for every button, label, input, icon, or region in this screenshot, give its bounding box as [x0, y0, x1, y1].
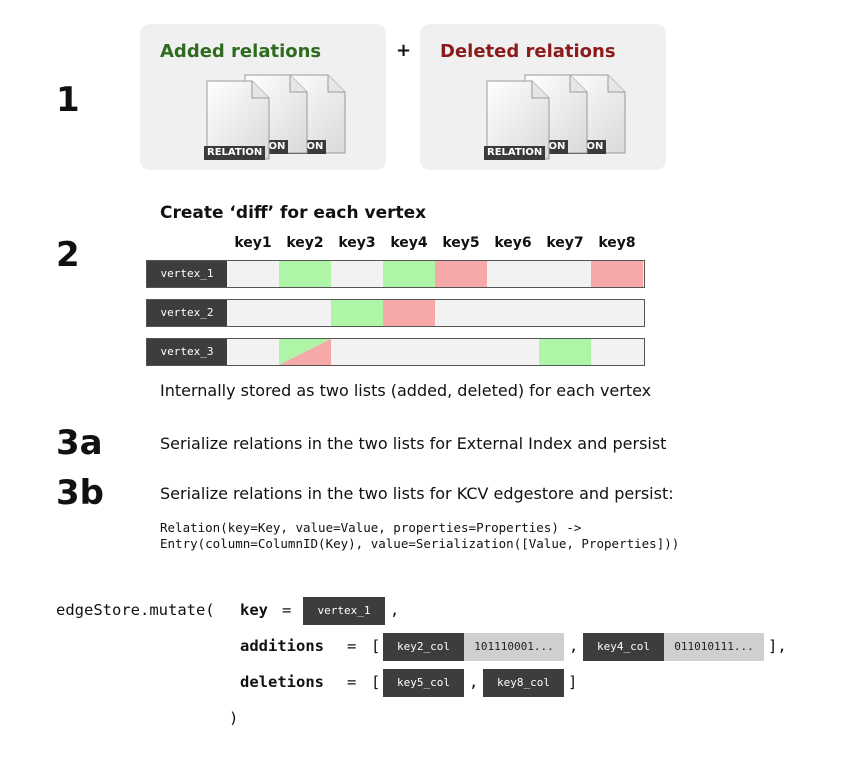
- vertex-row: vertex_1: [146, 260, 645, 288]
- relation-label: RELATION: [484, 146, 546, 160]
- deletions-keyword: deletions: [240, 673, 324, 691]
- key-header-key7: key7: [546, 235, 584, 251]
- deletion-column-chip: key5_col: [383, 669, 464, 697]
- document-icon: RELATION: [484, 80, 550, 160]
- step-number-2: 2: [56, 235, 80, 275]
- diff-cell-added: [279, 261, 331, 287]
- vertex-label: vertex_1: [147, 261, 227, 287]
- diff-cell-added: [383, 261, 435, 287]
- diff-note: Internally stored as two lists (added, d…: [160, 381, 652, 400]
- additions-close-bracket: ],: [768, 637, 787, 655]
- diff-cell-deleted: [383, 300, 435, 326]
- key-equals: =: [282, 601, 292, 619]
- deletions-close-bracket: ]: [568, 673, 578, 691]
- step3a-text: Serialize relations in the two lists for…: [160, 434, 667, 453]
- diff-cell-deleted: [435, 261, 487, 287]
- addition-column-chip: key2_col: [383, 633, 464, 661]
- diff-cell-both: [279, 339, 331, 365]
- additions-keyword: additions: [240, 637, 324, 655]
- vertex-label: vertex_2: [147, 300, 227, 326]
- added-relations-title: Added relations: [160, 41, 322, 62]
- mutate-close-paren: ): [229, 709, 239, 727]
- addition-column-chip: key4_col: [583, 633, 664, 661]
- added-relations-panel: Added relations ATIONATIONRELATION: [140, 24, 386, 170]
- deletion-column-chip: key8_col: [483, 669, 564, 697]
- key-header-key3: key3: [338, 235, 376, 251]
- key-header-key1: key1: [234, 235, 272, 251]
- deleted-relations-panel: Deleted relations ATIONATIONRELATION: [420, 24, 666, 170]
- key-comma: ,: [390, 601, 400, 619]
- additions-separator: ,: [569, 637, 579, 655]
- key-keyword: key: [240, 601, 268, 619]
- key-header-key5: key5: [442, 235, 480, 251]
- diff-cell-added: [539, 339, 591, 365]
- deleted-relations-title: Deleted relations: [440, 41, 616, 62]
- code-line-1: Relation(key=Key, value=Value, propertie…: [160, 520, 582, 535]
- plus-sign: +: [396, 40, 412, 61]
- key-header-key4: key4: [390, 235, 428, 251]
- deletions-equals: =: [347, 673, 357, 691]
- step-number-3b: 3b: [56, 473, 104, 513]
- diff-cell-deleted: [591, 261, 643, 287]
- vertex-row: vertex_2: [146, 299, 645, 327]
- deletions-open-bracket: [: [371, 673, 381, 691]
- document-icon: RELATION: [204, 80, 270, 160]
- mutate-call-prefix: edgeStore.mutate(: [56, 601, 215, 619]
- vertex-label: vertex_3: [147, 339, 227, 365]
- additions-open-bracket: [: [371, 637, 381, 655]
- vertex-row: vertex_3: [146, 338, 645, 366]
- addition-value-chip: 011010111...: [664, 633, 764, 661]
- addition-value-chip: 101110001...: [464, 633, 564, 661]
- key-header-key2: key2: [286, 235, 324, 251]
- deletions-separator: ,: [469, 673, 479, 691]
- relation-label: RELATION: [204, 146, 266, 160]
- step-number-3a: 3a: [56, 423, 103, 463]
- additions-equals: =: [347, 637, 357, 655]
- diff-cell-added: [331, 300, 383, 326]
- diff-title: Create ‘diff’ for each vertex: [160, 203, 427, 223]
- key-header-key8: key8: [598, 235, 636, 251]
- key-header-key6: key6: [494, 235, 532, 251]
- code-line-2: Entry(column=ColumnID(Key), value=Serial…: [160, 536, 680, 551]
- step3b-text: Serialize relations in the two lists for…: [160, 484, 674, 503]
- key-value-chip: vertex_1: [303, 597, 385, 625]
- step-number-1: 1: [56, 80, 80, 120]
